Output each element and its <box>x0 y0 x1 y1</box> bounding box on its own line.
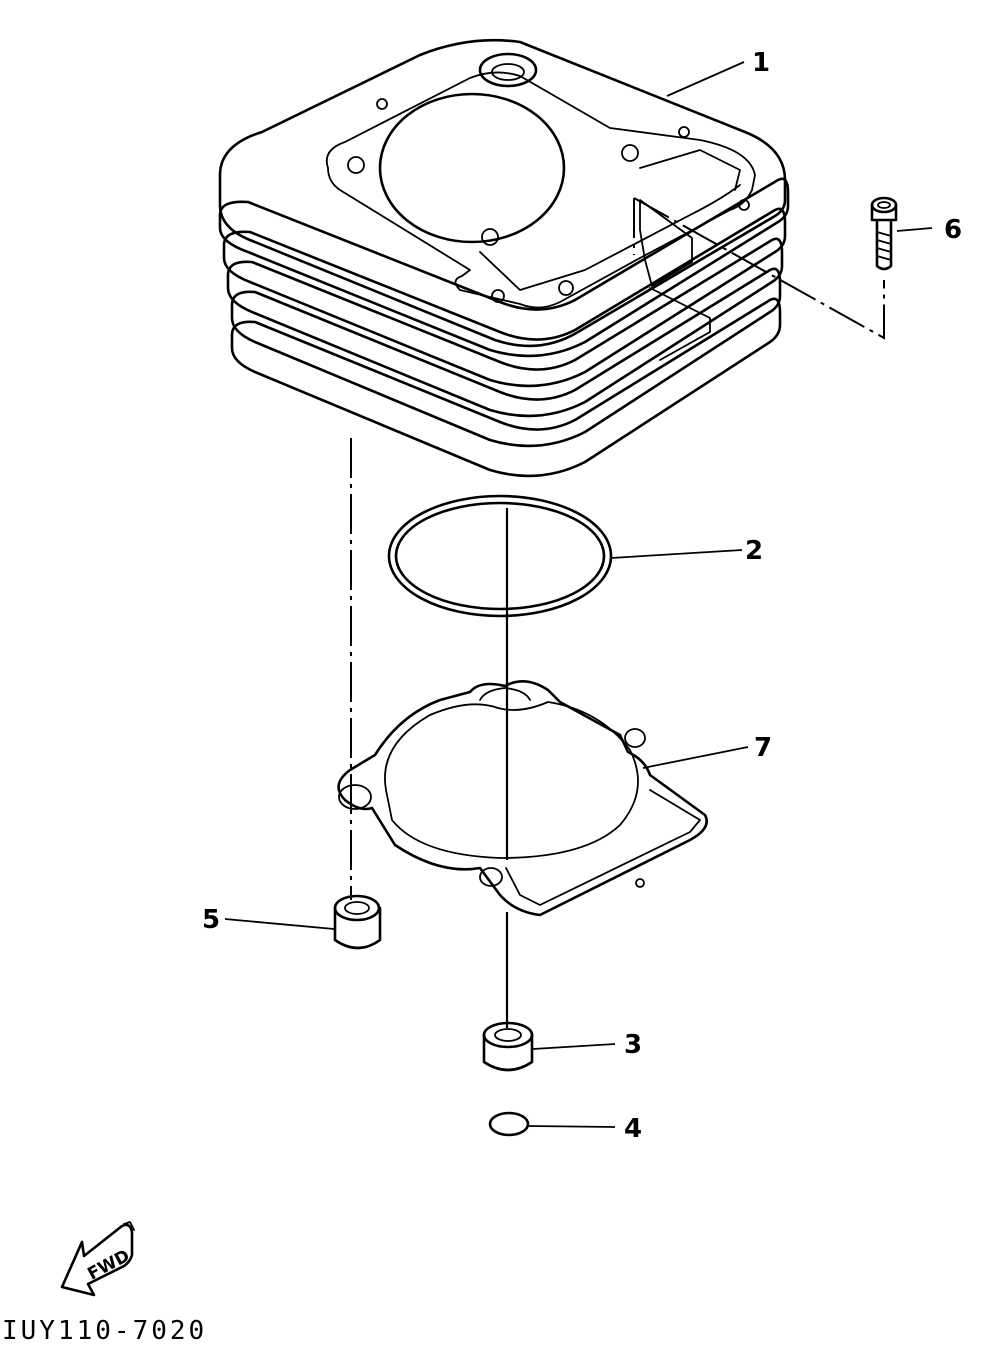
small-o-ring <box>488 1111 530 1137</box>
forward-arrow-icon: FWD <box>60 1221 135 1297</box>
dowel-pin <box>482 1021 534 1072</box>
o-ring <box>387 494 613 618</box>
callout-3: 3 <box>624 1030 642 1060</box>
callout-labels: 1 2 3 4 5 6 7 <box>202 48 962 1144</box>
callout-2: 2 <box>745 536 763 566</box>
dowel-pin-2 <box>333 894 382 950</box>
callout-leaders <box>224 61 933 1128</box>
callout-6: 6 <box>944 215 962 245</box>
cylinder <box>218 38 790 478</box>
fwd-label: FWD <box>84 1246 133 1285</box>
cylinder-gasket <box>337 680 708 917</box>
callout-5: 5 <box>202 905 220 935</box>
bolt <box>870 196 898 271</box>
assembly-lines <box>350 197 885 1028</box>
callout-4: 4 <box>624 1114 642 1144</box>
callout-7: 7 <box>754 733 772 763</box>
callout-1: 1 <box>752 48 770 78</box>
drawing-code: IUY110-7020 <box>2 1316 208 1346</box>
